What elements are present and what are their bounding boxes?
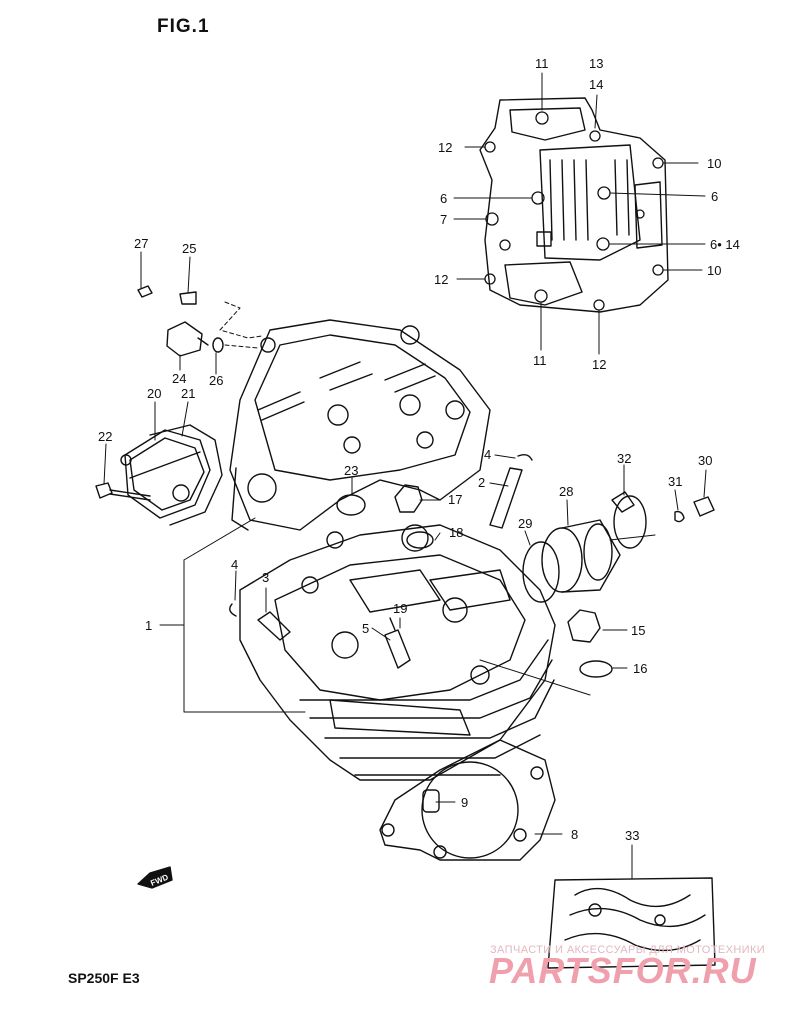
valve-guide (489, 467, 523, 529)
callout-15: 15 (631, 623, 645, 638)
callout-18: 18 (449, 525, 463, 540)
callout-6-left: 6 (440, 191, 447, 206)
valve-guide-lower (257, 611, 291, 641)
callout-6-14: 6• 14 (710, 237, 740, 252)
spark-plug (384, 617, 411, 669)
circlips (229, 453, 533, 617)
washer (406, 531, 434, 549)
callout-11-top: 11 (535, 56, 549, 71)
callout-21: 21 (181, 386, 195, 401)
callout-33: 33 (625, 828, 639, 843)
clamp-screw (674, 496, 715, 523)
callout-10-top: 10 (707, 156, 721, 171)
callout-17: 17 (448, 492, 462, 507)
watermark-tagline: ЗАПЧАСТИ И АКСЕССУАРЫ ДЛЯ МОТОТЕХНИКИ (490, 944, 766, 956)
callout-1: 1 (145, 618, 152, 633)
pipe-clamp (611, 491, 647, 549)
dowel-pin (422, 789, 440, 813)
callout-24: 24 (172, 371, 186, 386)
callout-9: 9 (461, 795, 468, 810)
callout-8: 8 (571, 827, 578, 842)
callout-2: 2 (478, 475, 485, 490)
callout-13: 13 (589, 56, 603, 71)
oil-seal (336, 494, 366, 516)
leader-lines (103, 72, 707, 879)
cylinder-head-gasket (379, 739, 556, 861)
callout-30: 30 (698, 453, 712, 468)
callout-12-mid: 12 (434, 272, 448, 287)
callout-14: 14 (589, 77, 603, 92)
camshaft-housing (229, 319, 491, 531)
callout-4-left: 4 (231, 557, 238, 572)
callout-26: 26 (209, 373, 223, 388)
callout-7: 7 (440, 212, 447, 227)
callout-16: 16 (633, 661, 647, 676)
gasket-set (547, 877, 716, 969)
callout-12-bottom: 12 (592, 357, 606, 372)
callout-27: 27 (134, 236, 148, 251)
callout-19: 19 (393, 601, 407, 616)
callout-3: 3 (262, 570, 269, 585)
part-callouts: 11 13 14 12 10 6 6 7 6• 14 12 10 11 12 2… (98, 56, 740, 888)
callout-25: 25 (182, 241, 196, 256)
callout-11-bottom: 11 (533, 353, 547, 368)
callout-32: 32 (617, 451, 631, 466)
callout-4-top: 4 (484, 447, 491, 462)
callout-23: 23 (344, 463, 358, 478)
intake-pipe (541, 519, 621, 593)
callout-20: 20 (147, 386, 161, 401)
fwd-arrow-icon (137, 866, 173, 889)
callout-22: 22 (98, 429, 112, 444)
cylinder-head (239, 524, 556, 781)
side-cover (120, 429, 211, 519)
callout-28: 28 (559, 484, 573, 499)
model-code: SP250F E3 (68, 970, 140, 986)
cap-and-washer (137, 285, 224, 357)
callout-31: 31 (668, 474, 682, 489)
callout-12-left: 12 (438, 140, 452, 155)
callout-29: 29 (518, 516, 532, 531)
cylinder-head-cover (479, 97, 669, 313)
callout-5: 5 (362, 621, 369, 636)
o-ring (522, 541, 560, 603)
callout-6-right: 6 (711, 189, 718, 204)
figure-title: FIG.1 (157, 16, 210, 37)
callout-10-bottom: 10 (707, 263, 721, 278)
watermark-logo: PARTSFOR.RU (489, 950, 757, 991)
cover-bolt (95, 482, 151, 501)
